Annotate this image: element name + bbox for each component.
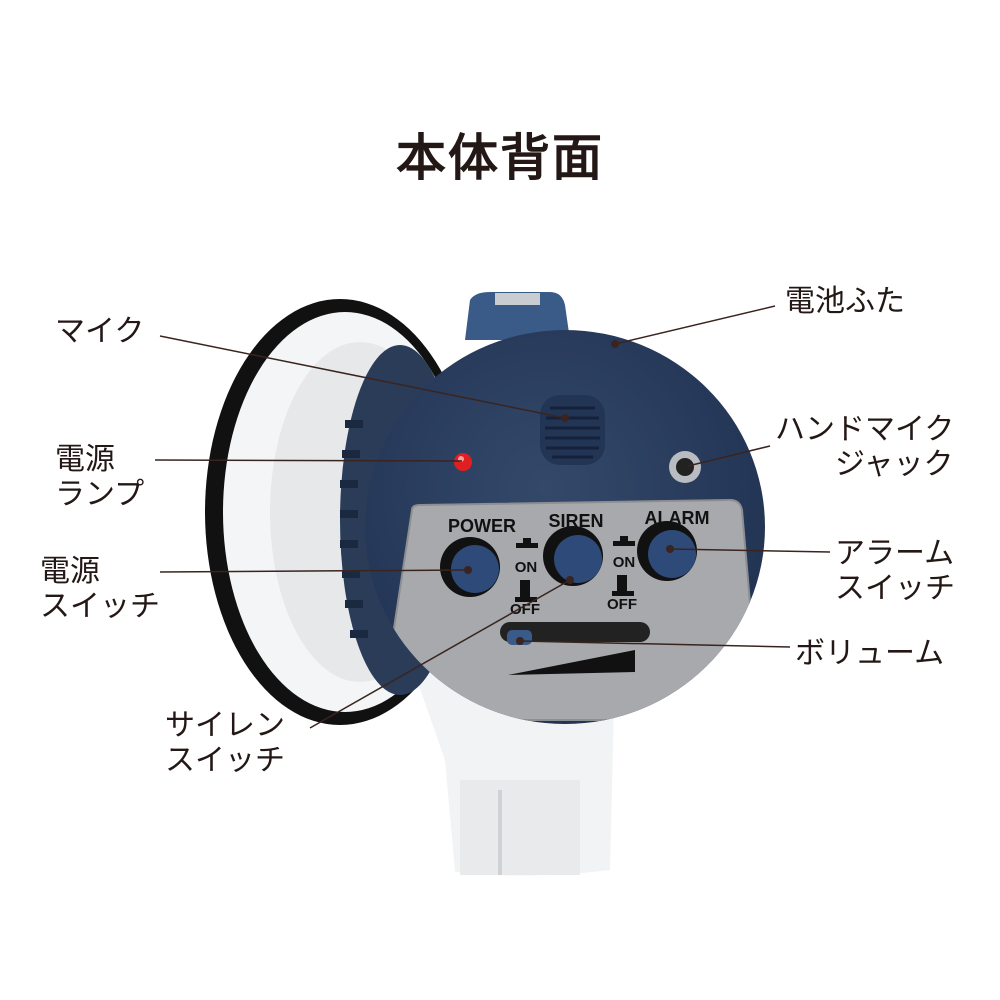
label-power-lamp: 電源 ランプ xyxy=(55,442,144,512)
label-line: スイッチ xyxy=(165,743,285,778)
label-battery-cover: 電池ふた xyxy=(785,284,905,319)
label-line: ランプ xyxy=(55,477,145,512)
mic-grille xyxy=(540,395,605,465)
panel-off-label: OFF xyxy=(510,601,540,618)
volume-slot xyxy=(500,622,650,642)
panel-power-label: POWER xyxy=(448,516,516,536)
label-volume: ボリューム xyxy=(795,636,945,671)
label-line: 電源 xyxy=(40,554,100,589)
label-line: ハンドマイク xyxy=(775,412,955,447)
label-siren-switch: サイレン スイッチ xyxy=(165,708,285,778)
label-line: サイレン xyxy=(165,708,285,743)
panel-siren-label: SIREN xyxy=(548,511,603,531)
panel-alarm-label: ALARM xyxy=(645,508,710,528)
power-lamp xyxy=(454,453,472,471)
battery-cover-tab xyxy=(465,292,570,340)
label-hand-mic-jack: ハンドマイク ジャック xyxy=(775,412,954,482)
panel-on-label: ON xyxy=(613,554,636,571)
label-line: スイッチ xyxy=(835,571,955,606)
label-line: ジャック xyxy=(835,447,954,482)
panel-off-label: OFF xyxy=(607,596,637,613)
page-title: 本体背面 xyxy=(396,129,604,187)
label-line: 電源 xyxy=(55,442,115,477)
leader-lines xyxy=(154,305,831,729)
label-line: スイッチ xyxy=(40,589,160,624)
label-line: アラーム xyxy=(835,536,955,571)
siren-button xyxy=(543,526,603,586)
label-mic: マイク xyxy=(55,314,145,349)
panel-on-label: ON xyxy=(515,559,538,576)
label-alarm-switch: アラーム スイッチ xyxy=(835,536,955,606)
volume-ramp-icon xyxy=(508,650,635,675)
label-power-switch: 電源 スイッチ xyxy=(40,554,160,624)
